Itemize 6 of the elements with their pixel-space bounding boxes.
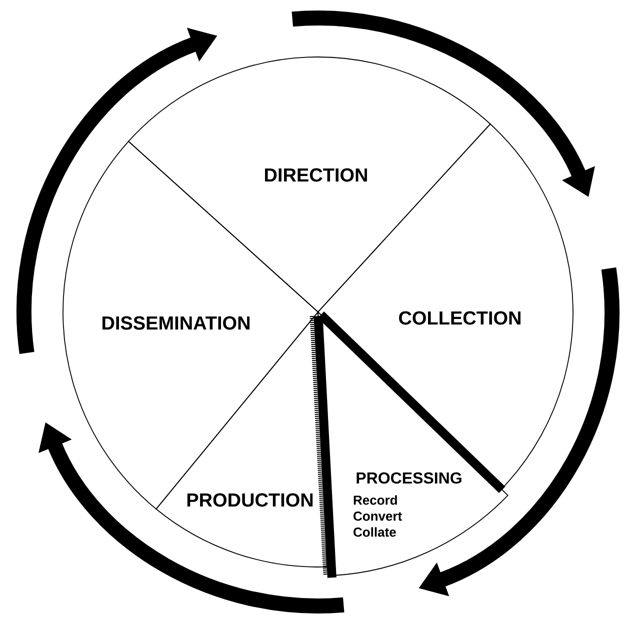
- sector-label: PROCESSING: [356, 472, 462, 484]
- sector-label: COLLECTION: [399, 311, 520, 325]
- sector-label: DIRECTION: [265, 168, 367, 182]
- sector-label: DISSEMINATION: [102, 316, 250, 330]
- step-list: Record Convert Collate: [354, 495, 402, 537]
- sector-label: PRODUCTION: [187, 493, 313, 507]
